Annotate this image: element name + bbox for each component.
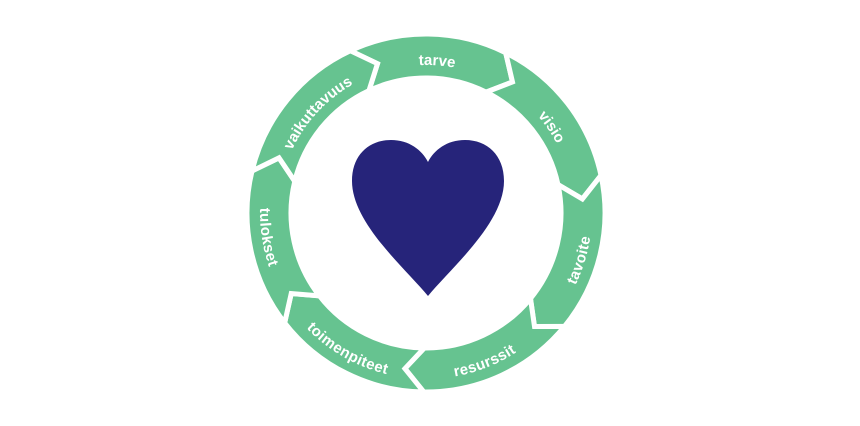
heart-icon xyxy=(352,140,504,296)
ring-segments xyxy=(244,31,608,395)
ring-segment-toimenpiteet xyxy=(281,290,431,395)
ring-label-tarve: tarve xyxy=(418,52,457,72)
ring-segment-vaikuttavuus xyxy=(248,48,381,188)
ring-segment-tavoite xyxy=(527,169,608,329)
